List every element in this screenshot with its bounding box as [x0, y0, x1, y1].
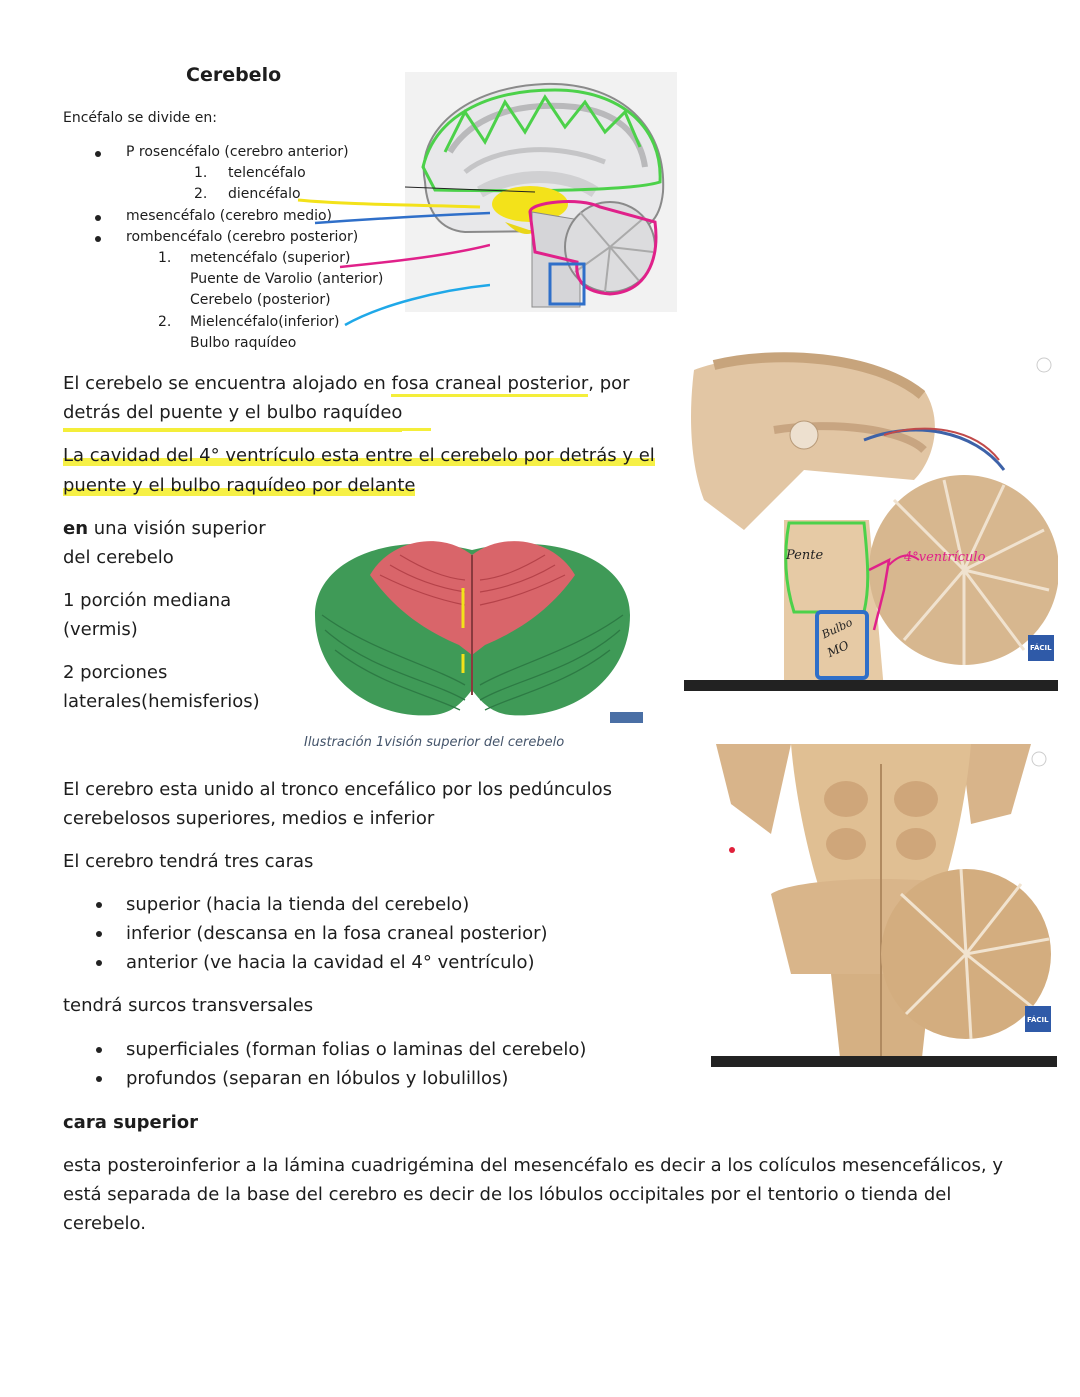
surcos-intro: tendrá surcos transversales: [63, 995, 314, 1016]
list-item: diencéfalo: [228, 186, 301, 202]
intro-text: Encéfalo se divide en:: [63, 110, 217, 126]
list-item: anterior (ve hacia la cavidad el 4° vent…: [126, 952, 535, 973]
list-item: profundos (separan en lóbulos y lobulill…: [126, 1068, 509, 1089]
vision-text-2: del cerebelo: [63, 547, 174, 568]
section-heading: cara superior: [63, 1112, 199, 1133]
list-number: 2.: [158, 314, 172, 330]
cerebellum-sagittal-video-frame: Pente 4°ventrículo Bulbo MO FÁCIL: [684, 340, 1058, 691]
vision-text-1: en una visión superior: [63, 518, 266, 539]
list-number: 1.: [158, 250, 172, 266]
list-number: 1.: [194, 165, 208, 181]
list-item: Puente de Varolio (anterior): [190, 271, 384, 287]
list-number: 2.: [194, 186, 208, 202]
cerebellum-superior-figure: [300, 520, 643, 723]
list-item: telencéfalo: [228, 165, 306, 181]
figure-caption: Ilustración 1visión superior del cerebel…: [304, 735, 565, 750]
list-item: superior (hacia la tienda del cerebelo): [126, 894, 470, 915]
brain-sagittal-figure: [405, 72, 677, 312]
cerebellum-sagittal-illustration: [684, 340, 1058, 691]
brainstem-posterior-video-frame: FÁCIL: [711, 744, 1057, 1067]
page-title: Cerebelo: [186, 64, 282, 86]
paragraph-location-line2: detrás del puente y el bulbo raquídeo: [63, 398, 403, 432]
caras-intro: El cerebro tendrá tres caras: [63, 851, 314, 872]
bullet: [95, 151, 101, 157]
list-item: metencéfalo (superior): [190, 250, 351, 266]
bullet: [96, 1076, 102, 1082]
watermark-logo: FÁCIL: [1027, 1016, 1049, 1024]
paragraph-ventricle: La cavidad del 4° ventrículo esta entre …: [63, 445, 655, 466]
list-item: Mielencéfalo(inferior): [190, 314, 340, 330]
peduncles-text-2: cerebelosos superiores, medios e inferio…: [63, 808, 435, 829]
bullet: [96, 931, 102, 937]
list-item: Bulbo raquídeo: [190, 335, 297, 351]
hemispheres-text-1: 2 porciones: [63, 662, 168, 683]
list-item: inferior (descansa en la fosa craneal po…: [126, 923, 548, 944]
pons-annotation: Pente: [786, 548, 824, 563]
list-item: mesencéfalo (cerebro medio): [126, 208, 332, 224]
list-item: rombencéfalo (cerebro posterior): [126, 229, 359, 245]
cara-superior-line-3: cerebelo.: [63, 1213, 146, 1234]
list-item: Cerebelo (posterior): [190, 292, 331, 308]
cerebellum-superior-illustration: [315, 541, 643, 723]
paragraph-ventricle-line2: puente y el bulbo raquídeo por delante: [63, 475, 416, 496]
label-connector-lines: [297, 198, 490, 327]
peduncles-text-1: El cerebro esta unido al tronco encefáli…: [63, 779, 612, 800]
cara-superior-line-2: está separada de la base del cerebro es …: [63, 1184, 952, 1205]
watermark-logo: FÁCIL: [1030, 644, 1052, 652]
bullet: [95, 236, 101, 242]
brain-sagittal-illustration: [405, 72, 677, 312]
bullet: [95, 215, 101, 221]
paragraph-location: El cerebelo se encuentra alojado en fosa…: [63, 369, 630, 398]
bullet: [96, 902, 102, 908]
hemispheres-text-2: laterales(hemisferios): [63, 691, 260, 712]
cara-superior-line-1: esta posteroinferior a la lámina cuadrig…: [63, 1155, 1004, 1176]
highlight-underline: [63, 428, 431, 431]
vermis-text-1: 1 porción mediana: [63, 590, 232, 611]
ventricle-annotation: 4°ventrículo: [904, 550, 986, 565]
vermis-text-2: (vermis): [63, 619, 138, 640]
bullet: [96, 1047, 102, 1053]
bullet: [96, 960, 102, 966]
list-item: superficiales (forman folias o laminas d…: [126, 1039, 587, 1060]
list-item: P rosencéfalo (cerebro anterior): [126, 144, 349, 160]
brainstem-posterior-illustration: [711, 744, 1057, 1067]
